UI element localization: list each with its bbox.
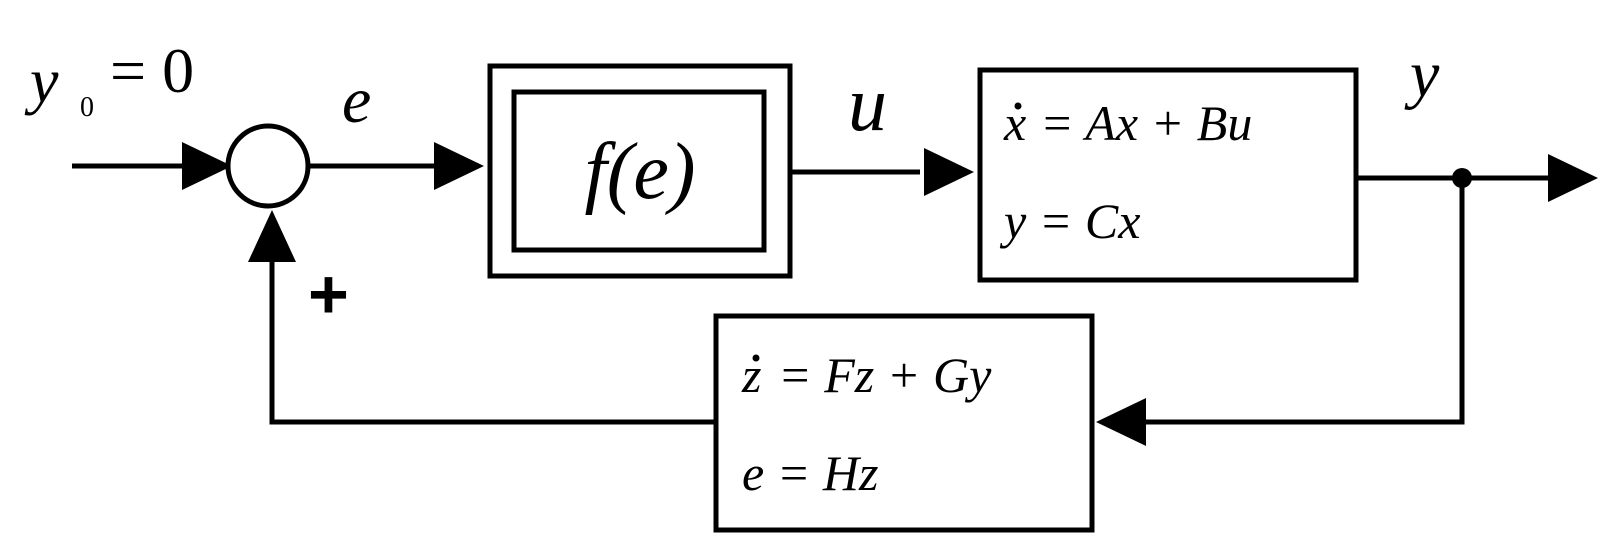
reference-equals-zero: = 0	[110, 35, 194, 106]
compensator-dot-accent	[752, 354, 760, 362]
feedback-arrowhead-right	[1096, 398, 1146, 446]
reference-subscript: 0	[80, 92, 94, 123]
feedback-arrowhead-left	[248, 210, 296, 262]
reference-variable: y	[24, 45, 59, 116]
feedback-wire-right	[1146, 178, 1465, 425]
feedback-sign: +	[308, 255, 349, 333]
summing-junction	[225, 123, 311, 209]
compensator-output-equation: e = Hz	[742, 445, 879, 501]
plant-block: x = Ax + Bu y = Cx	[977, 67, 1359, 283]
compensator-block: z = Fz + Gy e = Hz	[713, 313, 1095, 533]
control-signal-label: u	[848, 60, 887, 147]
error-signal-label: e	[342, 64, 371, 137]
input-arrowhead	[182, 142, 232, 190]
output-signal-label: y	[1404, 38, 1440, 111]
plant-output-equation: y = Cx	[999, 193, 1140, 249]
nonlinearity-block: f(e)	[487, 63, 793, 279]
compensator-state-equation: = Fz + Gy	[778, 347, 992, 403]
nonlinearity-function: f(e)	[584, 128, 695, 216]
nonlinearity-inner-box	[511, 89, 767, 253]
control-arrowhead	[924, 148, 974, 196]
output-arrowhead	[1548, 154, 1598, 202]
compensator-state-var: z	[741, 347, 761, 403]
plant-state-equation: = Ax + Bu	[1040, 95, 1252, 151]
feedback-wire-left	[269, 262, 716, 425]
reference-input-label: y 0 = 0	[24, 35, 194, 123]
plant-box	[977, 67, 1359, 283]
plant-dot-accent	[1014, 102, 1022, 110]
plant-state-var: x	[1003, 95, 1026, 151]
error-arrowhead	[434, 142, 484, 190]
